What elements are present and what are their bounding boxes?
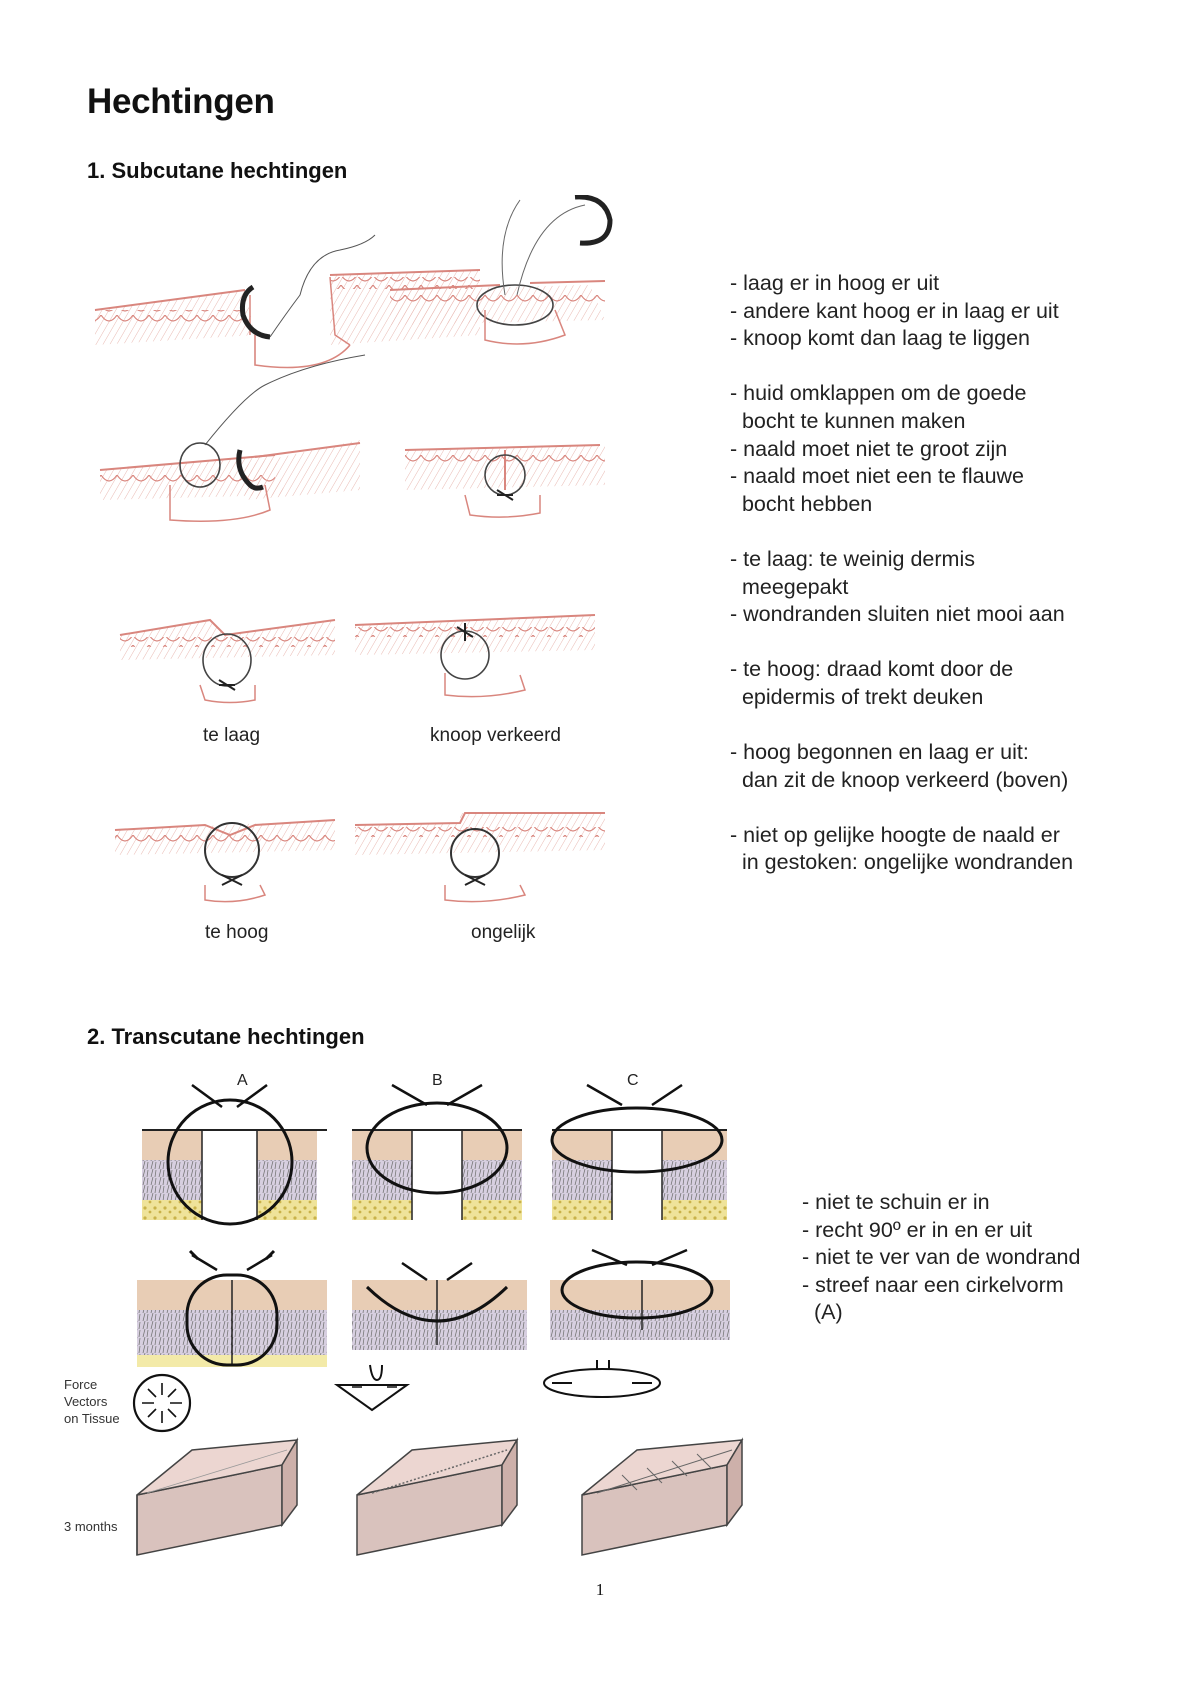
note-line: - knoop komt dan laag te liggen — [730, 326, 1031, 351]
closed-b — [333, 1261, 527, 1412]
panel-te-hoog: te hoog — [114, 819, 336, 943]
note-group: - niet te schuin er in - recht 90º er in … — [802, 1189, 1080, 1327]
note-group: - te laag: te weinig dermis meegepakt - w… — [730, 546, 1073, 629]
force-vector-diagram — [132, 1373, 192, 1433]
transcutaneous-notes: - niet te schuin er in - recht 90º er in … — [802, 1189, 1080, 1355]
label-ongelijk: ongelijk — [471, 922, 536, 943]
note-line: (A) — [802, 1300, 843, 1325]
note-group: - hoog begonnen en laag er uit: dan zit … — [730, 739, 1073, 794]
note-line: - naald moet niet te groot zijn — [730, 436, 1008, 461]
needle-icon-2 — [574, 195, 613, 246]
page-number: 1 — [595, 1580, 605, 1599]
panel-second-pass — [99, 354, 366, 522]
scar-block-a — [136, 1437, 299, 1556]
label-force: Force — [64, 1377, 97, 1392]
document-title: Hechtingen — [87, 82, 275, 121]
note-line: in gestoken: ongelijke wondranden — [730, 850, 1074, 875]
note-line: - naald moet niet een te flauwe — [730, 464, 1025, 489]
note-group: - niet op gelijke hoogte de naald er in … — [730, 822, 1073, 877]
section-heading-transcutaneous: 2. Transcutane hechtingen — [87, 1024, 365, 1049]
label-a: A — [237, 1072, 248, 1089]
note-line: - andere kant hoog er in laag er uit — [730, 298, 1059, 323]
note-line: - laag er in hoog er uit — [730, 271, 940, 295]
note-line: bocht hebben — [730, 491, 873, 516]
transcutaneous-suture-figure: A B C — [64, 1072, 744, 1556]
closed-c — [543, 1248, 730, 1398]
label-knoop-verkeerd: knoop verkeerd — [430, 725, 561, 746]
row-closed-wound: Force Vectors on Tissue — [64, 1248, 730, 1433]
note-line: - huid omklappen om de goede — [730, 381, 1027, 406]
section-heading-subcutaneous: 1. Subcutane hechtingen — [87, 158, 348, 183]
subcutaneous-notes: - laag er in hoog er uit - andere kant ho… — [730, 270, 1073, 905]
subcutaneous-suture-figure: te laag knoop verkeerd te hoog ongelijk — [94, 195, 613, 943]
note-line: - te laag: te weinig dermis — [730, 546, 975, 571]
note-line: bocht te kunnen maken — [730, 408, 966, 433]
suture-c — [550, 1083, 727, 1220]
note-group: - te hoog: draad komt door de epidermis … — [730, 656, 1073, 711]
suture-a — [142, 1083, 327, 1226]
label-three-months: 3 months — [64, 1519, 118, 1534]
panel-needle-exit — [389, 195, 613, 345]
note-line: - niet te schuin er in — [802, 1190, 990, 1214]
row-suture-depth: A B C — [142, 1072, 727, 1226]
note-line: - te hoog: draad komt door de — [730, 657, 1014, 682]
note-group: - laag er in hoog er uit - andere kant ho… — [730, 270, 1073, 353]
note-group: - huid omklappen om de goede bocht te ku… — [730, 380, 1073, 518]
panel-closed-knot — [404, 444, 605, 518]
note-line: epidermis of trekt deuken — [730, 684, 984, 709]
panel-ongelijk: ongelijk — [354, 812, 605, 943]
row-three-months: 3 months — [64, 1437, 744, 1556]
scar-block-c — [581, 1437, 744, 1556]
closed-a: Force Vectors on Tissue — [64, 1249, 327, 1433]
label-vectors: Vectors — [64, 1394, 108, 1409]
panel-knoop-verkeerd: knoop verkeerd — [354, 614, 596, 746]
scar-block-b — [356, 1437, 519, 1556]
note-line: dan zit de knoop verkeerd (boven) — [730, 767, 1069, 792]
note-line: - recht 90º er in en er uit — [802, 1217, 1033, 1242]
note-line: meegepakt — [730, 574, 849, 599]
label-on-tissue: on Tissue — [64, 1411, 120, 1426]
label-c: C — [627, 1072, 639, 1089]
note-line: - wondranden sluiten niet mooi aan — [730, 602, 1065, 627]
note-line: - streef naar een cirkelvorm — [802, 1272, 1064, 1297]
needle-icon — [240, 284, 271, 340]
label-te-hoog: te hoog — [205, 922, 268, 943]
label-b: B — [432, 1072, 443, 1089]
suture-b — [352, 1083, 522, 1220]
note-line: - niet op gelijke hoogte de naald er — [730, 822, 1060, 847]
panel-te-laag: te laag — [119, 618, 336, 746]
label-te-laag: te laag — [203, 725, 260, 746]
note-line: - niet te ver van de wondrand — [802, 1245, 1081, 1270]
note-line: - hoog begonnen en laag er uit: — [730, 740, 1029, 765]
